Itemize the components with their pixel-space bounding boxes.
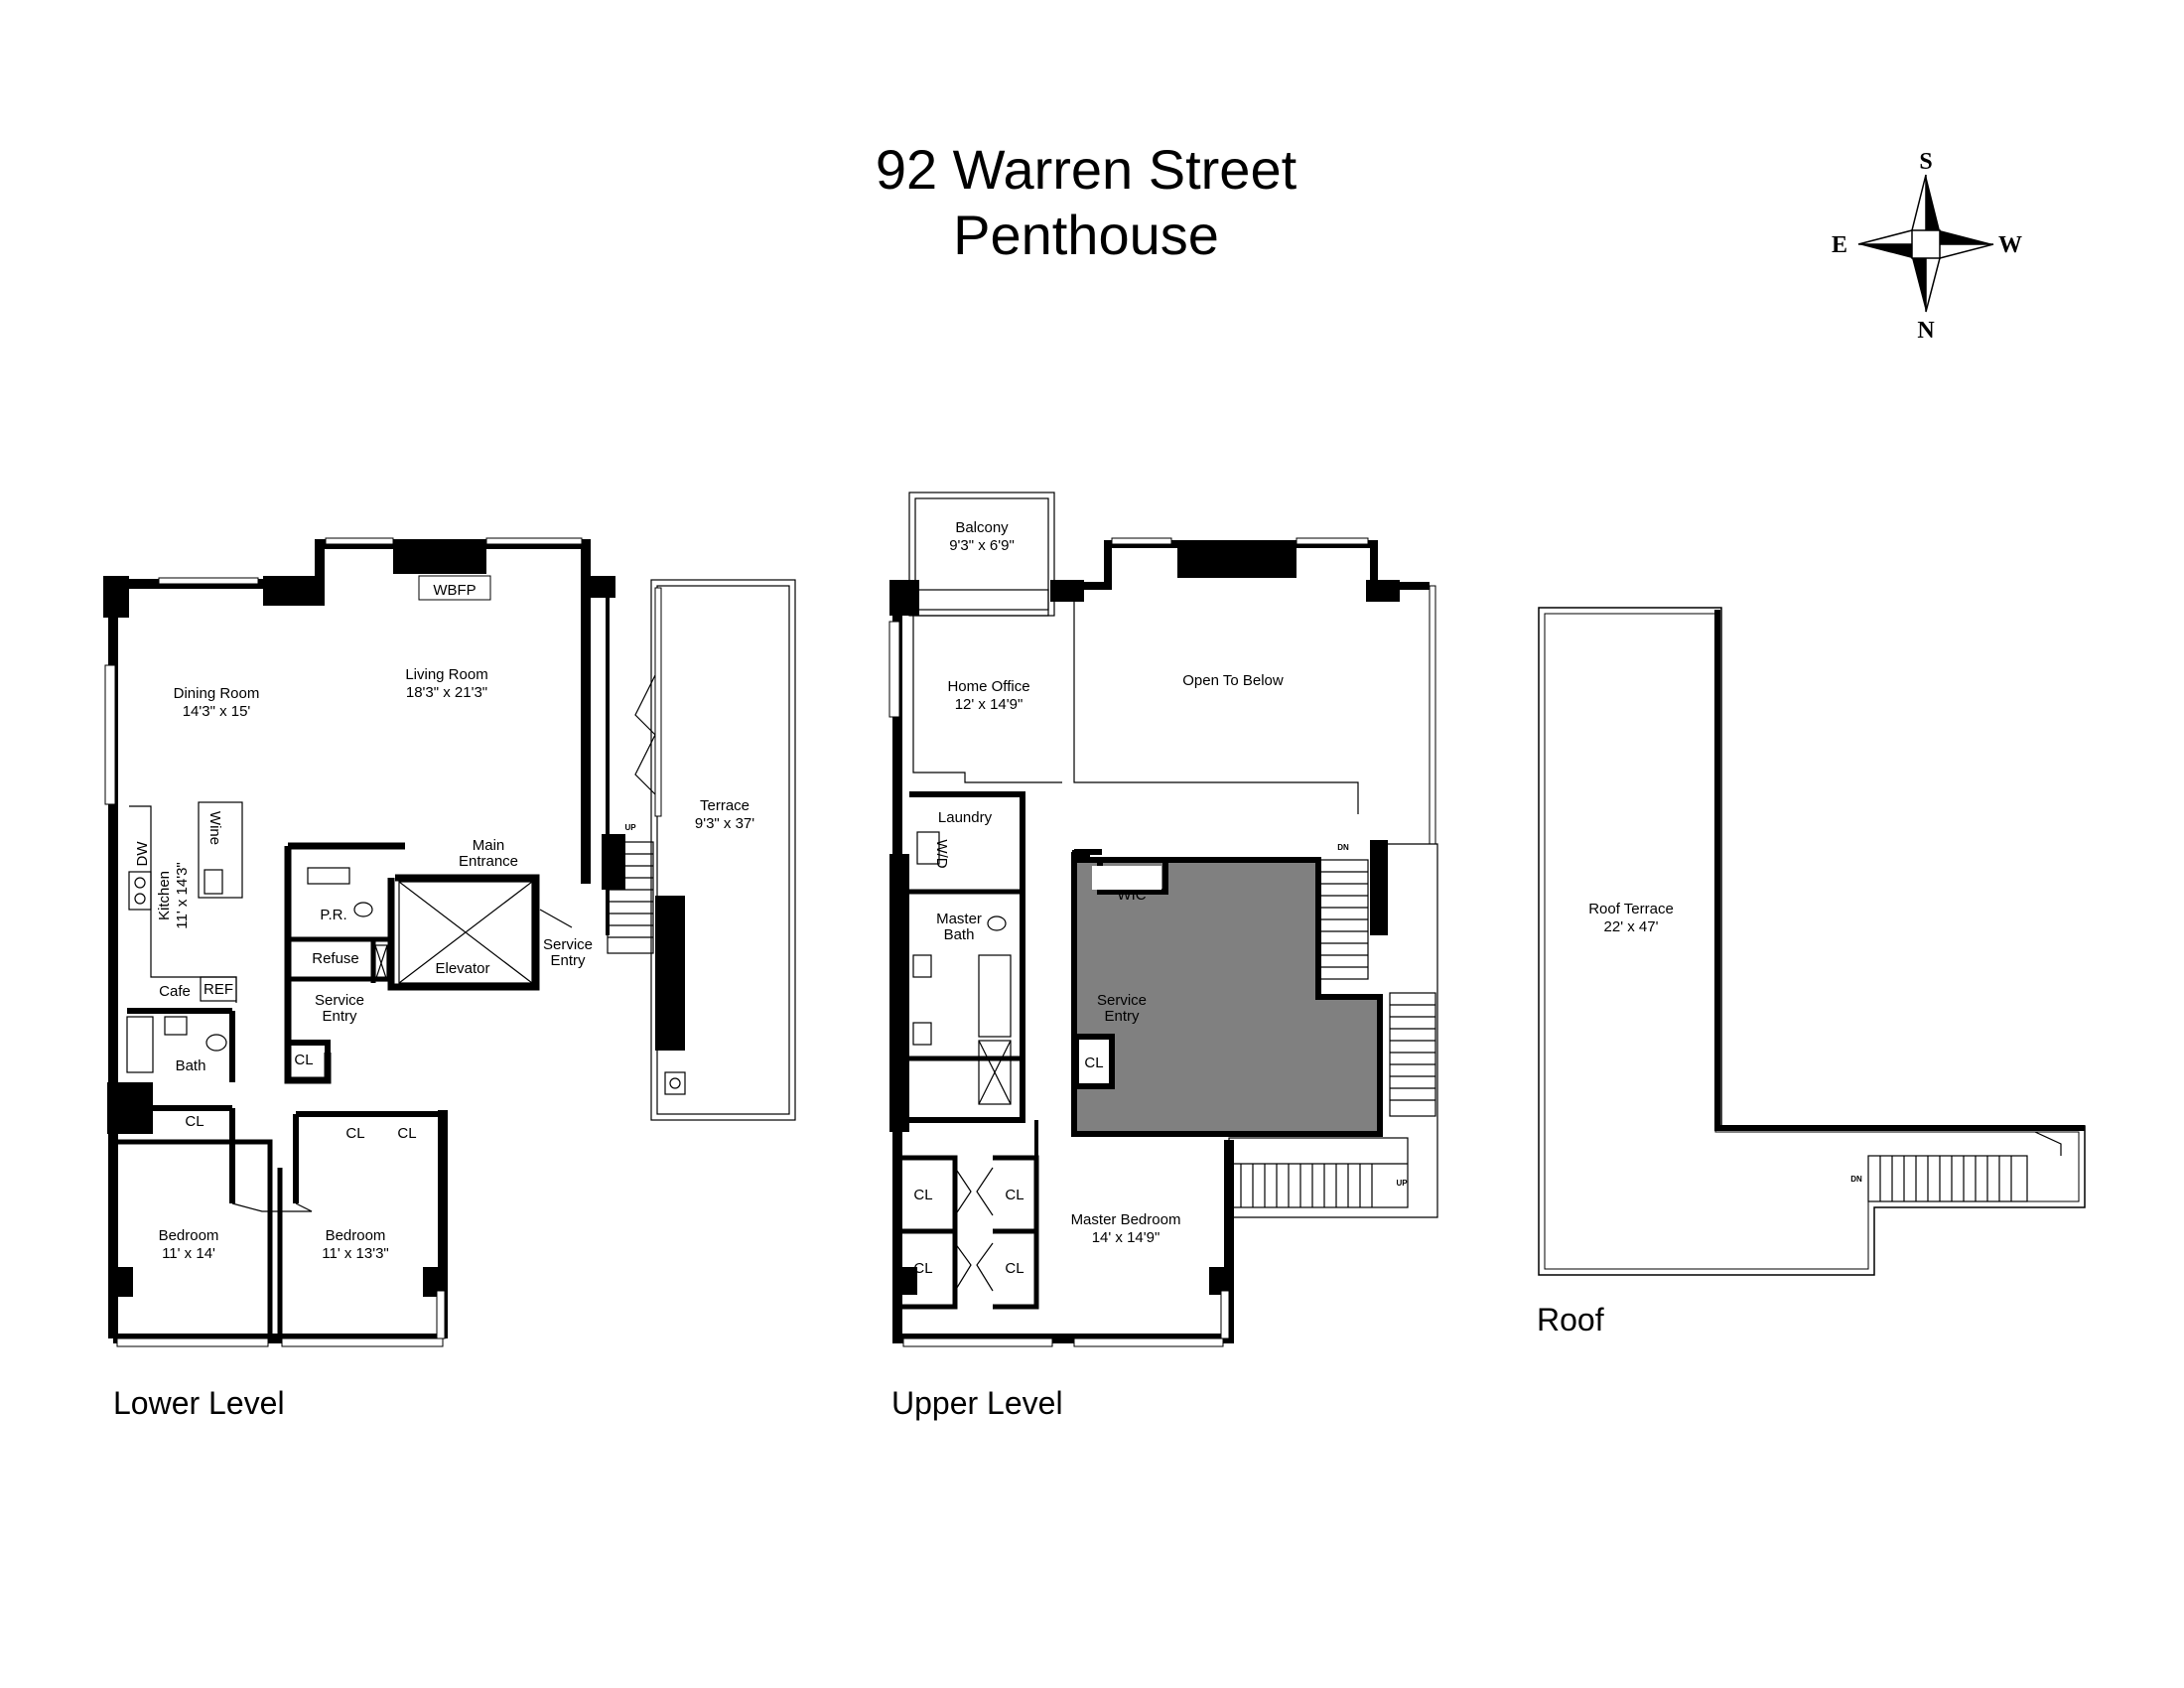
bbq-label: BBQ	[665, 908, 682, 939]
title-address: 92 Warren Street	[876, 138, 1297, 201]
bedroom1-closet-label: CL	[185, 1113, 204, 1130]
bath-label: Bath	[176, 1057, 206, 1074]
compass-west-label: W	[1998, 232, 2022, 258]
lower-stair-up-label: UP	[624, 823, 636, 832]
wine-label: Wine	[206, 811, 223, 845]
master-bedroom-name: Master Bedroom	[1071, 1211, 1181, 1228]
refuse-label: Refuse	[312, 950, 359, 967]
service-entry-1-line2: Entry	[550, 952, 586, 969]
master-bath-line1: Master	[936, 911, 982, 927]
laundry-label: Laundry	[938, 809, 993, 826]
open-to-below-label: Open To Below	[1182, 672, 1284, 689]
bedroom1-dims: 11' x 14'	[162, 1245, 215, 1262]
living-room-dims: 18'3" x 21'3"	[406, 684, 487, 701]
ref-label: REF	[204, 981, 233, 998]
compass-east-label: E	[1832, 232, 1847, 258]
powder-room-label: P.R.	[320, 907, 346, 923]
lower-level-plan	[103, 537, 796, 1347]
balcony-dims: 9'3" x 6'9"	[949, 537, 1015, 554]
balcony-name: Balcony	[955, 519, 1009, 536]
main-entrance-line1: Main	[473, 837, 505, 854]
main-entrance-line2: Entrance	[459, 853, 518, 870]
bedroom2-dims: 11' x 13'3"	[322, 1245, 389, 1262]
dining-room-name: Dining Room	[174, 685, 260, 702]
upper-stair-up-label: UP	[1396, 1179, 1408, 1188]
dining-room-dims: 14'3" x 15'	[183, 703, 251, 720]
master-bath-line2: Bath	[944, 926, 975, 943]
wic-label: WIC	[1117, 887, 1146, 904]
home-office-dims: 12' x 14'9"	[955, 696, 1024, 713]
roof-stair-dn-label: DN	[1850, 1175, 1862, 1184]
upper-stair-dn-label: DN	[1337, 843, 1349, 852]
title-unit: Penthouse	[953, 204, 1219, 266]
home-office-name: Home Office	[947, 678, 1029, 695]
service-entry-1-line1: Service	[543, 936, 593, 953]
master-closet-4-label: CL	[1005, 1260, 1024, 1277]
kitchen-dims: 11' x 14'3"	[174, 862, 191, 929]
compass-rose-icon	[1857, 174, 1994, 313]
master-closet-2-label: CL	[1005, 1187, 1024, 1203]
lower-level-label: Lower Level	[113, 1385, 285, 1421]
dw-label: DW	[134, 841, 151, 867]
roof-plan	[1538, 607, 2086, 1276]
roof-terrace-dims: 22' x 47'	[1604, 918, 1659, 935]
upper-level-plan	[888, 492, 1438, 1347]
upper-service-closet-label: CL	[1084, 1055, 1103, 1071]
bedroom2-name: Bedroom	[326, 1227, 386, 1244]
compass-north-label: N	[1917, 318, 1935, 344]
upper-service-entry-line2: Entry	[1104, 1008, 1140, 1025]
roof-terrace-name: Roof Terrace	[1588, 901, 1674, 917]
elevator-label: Elevator	[435, 960, 489, 977]
bedroom2-closet-a-label: CL	[345, 1125, 364, 1142]
cafe-label: Cafe	[159, 983, 191, 1000]
bedroom1-name: Bedroom	[159, 1227, 219, 1244]
upper-service-entry-line1: Service	[1097, 992, 1147, 1009]
living-room-name: Living Room	[405, 666, 487, 683]
upper-level-label: Upper Level	[891, 1385, 1063, 1421]
kitchen-name: Kitchen	[156, 871, 173, 920]
bedroom2-closet-b-label: CL	[397, 1125, 416, 1142]
service-entry-2-line1: Service	[315, 992, 364, 1009]
master-closet-1-label: CL	[913, 1187, 932, 1203]
hall-closet-label: CL	[294, 1052, 313, 1068]
master-closet-3-label: CL	[913, 1260, 932, 1277]
terrace-dims: 9'3" x 37'	[695, 815, 754, 832]
wbfp-label: WBFP	[433, 582, 476, 599]
compass-south-label: S	[1919, 149, 1932, 175]
master-bedroom-dims: 14' x 14'9"	[1092, 1229, 1160, 1246]
terrace-name: Terrace	[700, 797, 750, 814]
roof-level-label: Roof	[1537, 1302, 1604, 1337]
service-entry-2-line2: Entry	[322, 1008, 357, 1025]
washer-dryer-label: W/D	[933, 839, 950, 868]
